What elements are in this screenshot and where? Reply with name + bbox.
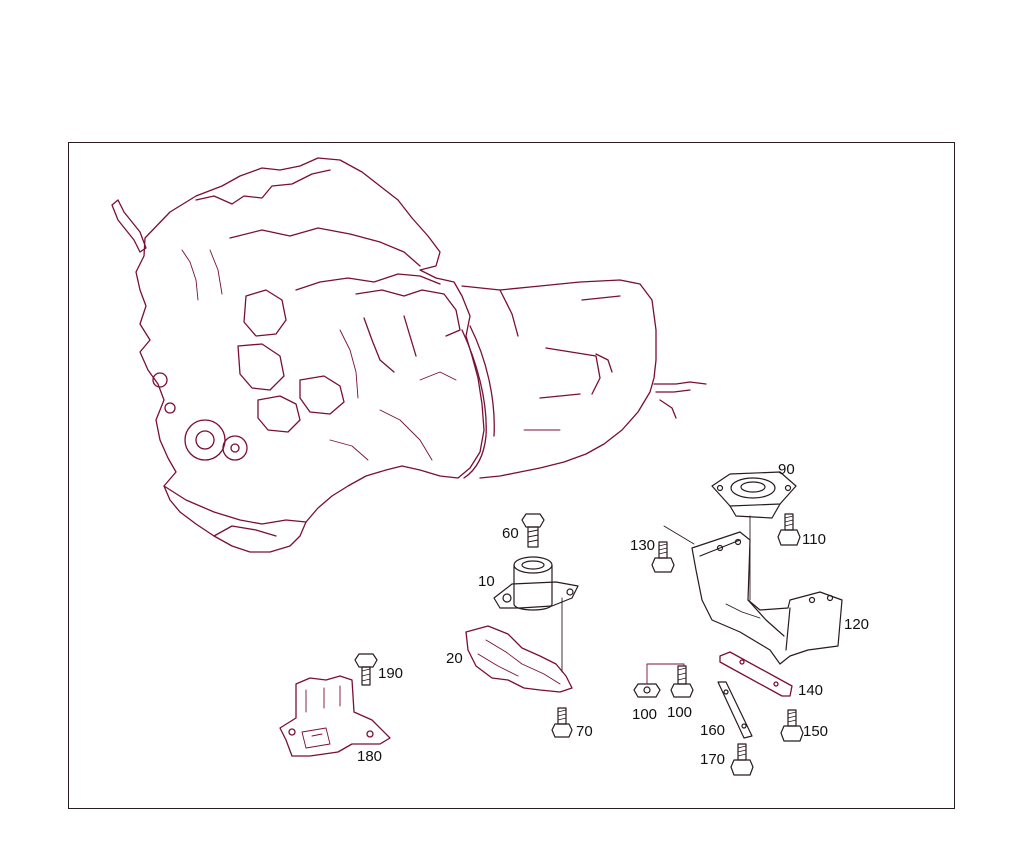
label-60: 60 — [502, 525, 519, 542]
bolt-60 — [521, 513, 545, 548]
label-20: 20 — [446, 650, 463, 667]
leader-100 — [646, 663, 685, 685]
label-160: 160 — [700, 722, 726, 739]
label-10: 10 — [478, 573, 495, 590]
label-170: 170 — [700, 751, 726, 768]
bolt-100 — [670, 665, 694, 698]
bolt-170 — [730, 743, 754, 776]
label-140: 140 — [798, 682, 824, 699]
part-10-engine-mount — [493, 556, 579, 611]
label-100-bolt: 100 — [667, 704, 693, 721]
label-150: 150 — [803, 723, 829, 740]
leader-130 — [663, 525, 695, 545]
part-120-crossmember — [691, 531, 843, 665]
part-140-strap — [719, 651, 793, 697]
label-100-washer: 100 — [632, 706, 658, 723]
part-160-plate — [717, 681, 753, 739]
bolt-130 — [651, 541, 675, 573]
part-20-heat-shield — [465, 625, 573, 693]
part-180-bracket — [279, 675, 391, 757]
bolt-70 — [551, 707, 573, 738]
label-130: 130 — [630, 537, 656, 554]
part-90-transmission-mount — [711, 471, 797, 519]
bolt-190 — [354, 653, 378, 686]
label-110: 110 — [802, 531, 826, 548]
label-90: 90 — [778, 461, 795, 478]
bolt-150 — [780, 709, 804, 742]
diagram-frame — [68, 142, 955, 809]
label-180: 180 — [357, 748, 383, 765]
label-120: 120 — [844, 616, 870, 633]
washer-100 — [633, 683, 661, 698]
label-70: 70 — [576, 723, 593, 740]
label-190: 190 — [378, 665, 404, 682]
bolt-110 — [777, 513, 801, 546]
engine-transmission-assembly — [111, 157, 707, 553]
